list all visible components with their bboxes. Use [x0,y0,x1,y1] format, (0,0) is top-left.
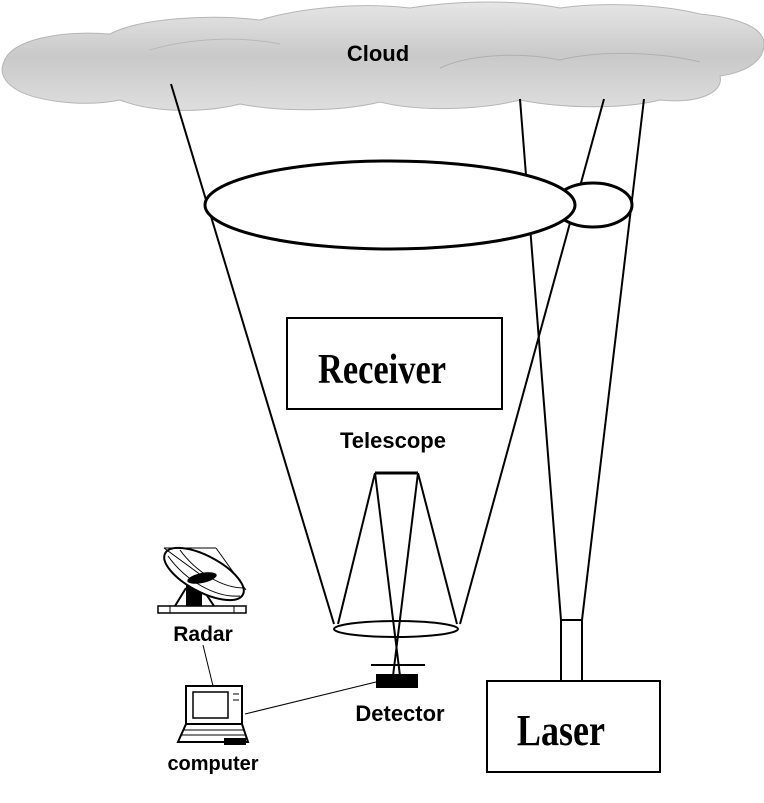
radar-label: Radar [173,623,233,646]
cloud: Cloud [1,1,764,111]
cone-left-edge [170,83,335,625]
cloud-label: Cloud [347,41,409,66]
computer-drive [224,738,246,745]
radar-base [157,605,247,614]
receiver-field-of-view [203,159,577,251]
detector-body [376,674,418,688]
computer: computer [167,685,259,775]
radar-computer-wire [202,644,214,687]
beam-right-edge [581,98,645,621]
laser-box [486,680,661,773]
computer-keyboard [176,723,250,743]
receiver-box [286,317,503,410]
telescope-aperture [333,620,459,638]
receiver-label: Receiver [318,347,446,393]
computer-screen [192,691,229,719]
detector-label: Detector [355,701,445,726]
optic-ray-left-outer [337,472,376,625]
radar-feed [187,572,217,584]
laser: Laser [486,680,661,773]
telescope-optics [337,471,458,677]
computer-label: computer [167,753,258,775]
optic-ray-left-inner [374,472,401,677]
laser-label: Laser [517,706,605,755]
optic-ray-right-outer [417,472,458,625]
telescope-label: Telescope [340,428,446,453]
cross-sections [203,159,634,251]
receiver: Receiver [286,317,503,410]
detector: Detector [355,664,445,726]
connections [202,644,377,715]
laser-output-tube [560,619,583,682]
radar: Radar [157,546,247,646]
optic-ray-right-inner [392,472,419,677]
computer-detector-wire [244,681,377,715]
